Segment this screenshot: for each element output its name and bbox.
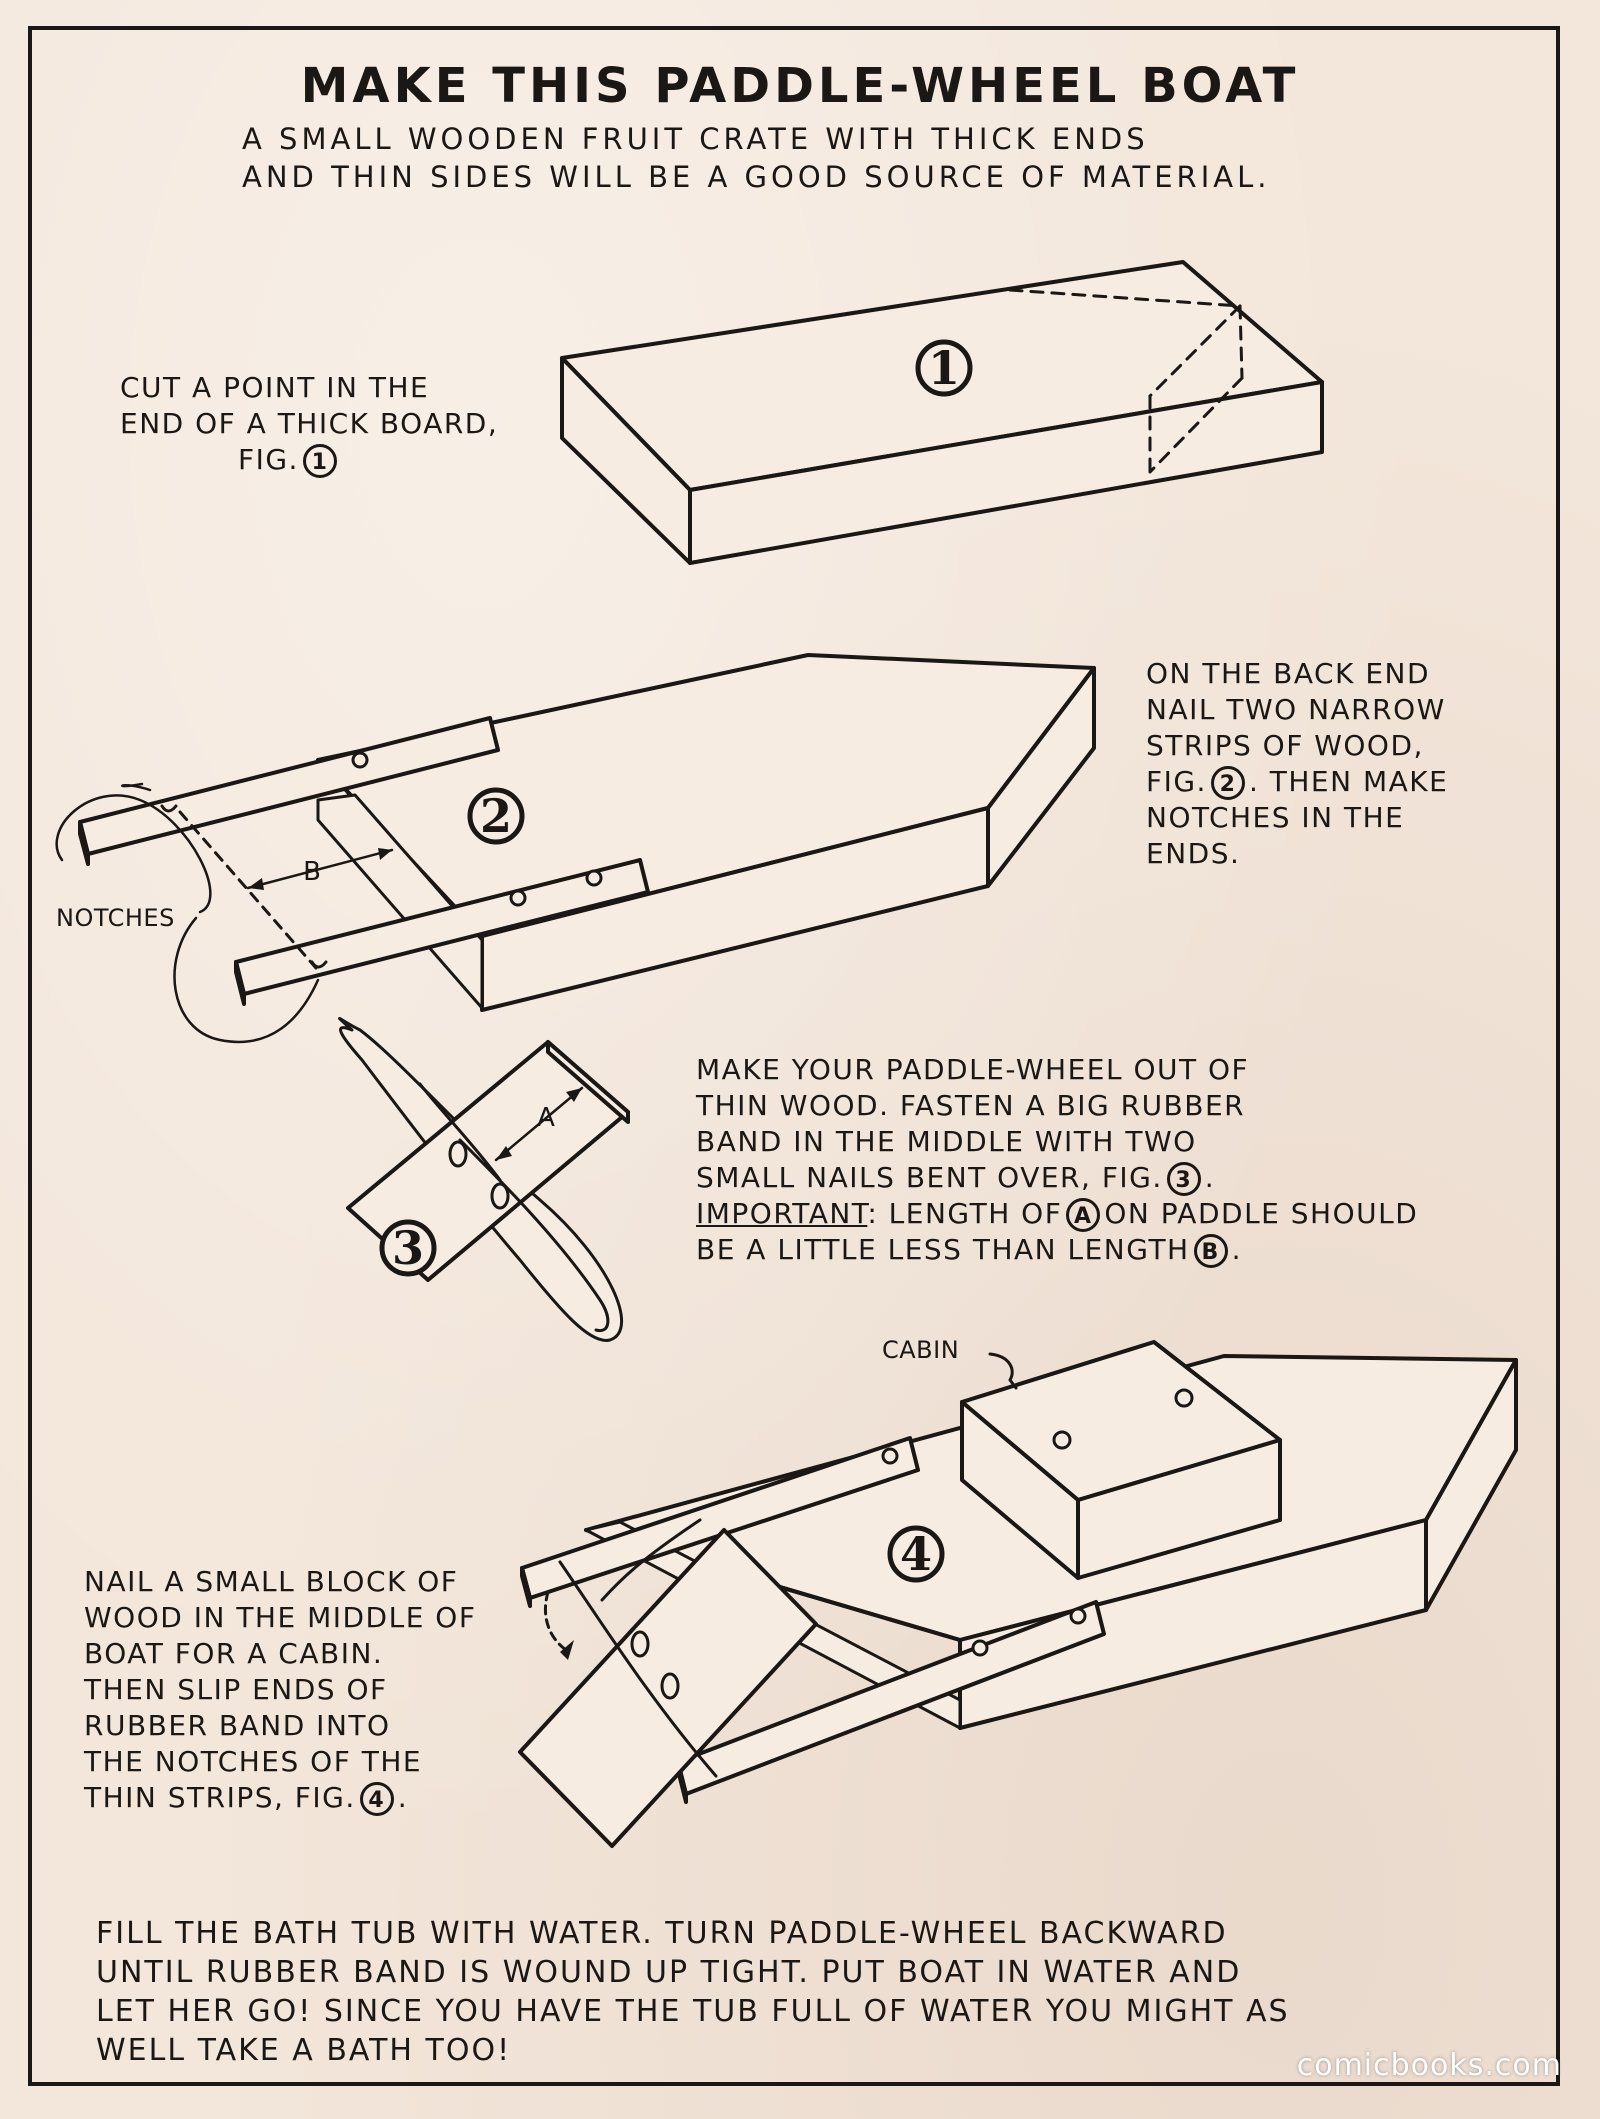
step4-line-2: WOOD IN THE MIDDLE OF [84, 1601, 477, 1634]
final-line-2: UNTIL RUBBER BAND IS WOUND UP TIGHT. PUT… [96, 1955, 1242, 1990]
step3-line-5a: : LENGTH OF [867, 1197, 1063, 1230]
step2-line-2: NAIL TWO NARROW [1146, 693, 1446, 726]
step4-line-5: RUBBER BAND INTO [84, 1709, 391, 1742]
step4-line-3: BOAT FOR A CABIN. [84, 1637, 384, 1670]
step1-fig-ref: 1 [302, 444, 337, 478]
step1-fig-label: FIG. [238, 443, 299, 476]
subtitle-line-2: AND THIN SIDES WILL BE A GOOD SOURCE OF … [242, 160, 1271, 194]
step1-instructions: CUT A POINT IN THE END OF A THICK BOARD,… [120, 370, 498, 478]
step2-line-5: NOTCHES IN THE [1146, 801, 1405, 834]
step4-line-4: THEN SLIP ENDS OF [84, 1673, 388, 1706]
step3-line-3: BAND IN THE MIDDLE WITH TWO [696, 1125, 1197, 1158]
step4-fig-ref: 4 [359, 1782, 394, 1816]
final-line-3: LET HER GO! SINCE YOU HAVE THE TUB FULL … [96, 1994, 1290, 2029]
step3-important-label: IMPORTANT [696, 1197, 868, 1230]
step1-line-2: END OF A THICK BOARD, [120, 407, 499, 440]
step3-line-4: SMALL NAILS BENT OVER, FIG. [696, 1161, 1163, 1194]
step3-fig-ref: 3 [1166, 1162, 1201, 1196]
step2-fig-ref: 2 [1210, 766, 1245, 800]
step3-ref-b: B [1193, 1234, 1228, 1268]
figure-1-board: 1 [560, 260, 1324, 565]
step3-line-6: BE A LITTLE LESS THAN LENGTH [696, 1233, 1190, 1266]
page-title: MAKE THIS PADDLE-WHEEL BOAT [300, 58, 1300, 114]
figure-3-number: 3 [392, 1221, 424, 1275]
figure-2-hull: B 2 [55, 653, 1096, 1044]
figure-4-circle [887, 1525, 945, 1583]
figure-3-circle [379, 1219, 437, 1277]
step4-line-7: THIN STRIPS, FIG. [84, 1781, 356, 1814]
step4-line-6: THE NOTCHES OF THE [84, 1745, 423, 1778]
figure-2-circle [467, 787, 525, 845]
step2-fig-label: FIG. [1146, 765, 1207, 798]
figure-1-cut-lines [1008, 288, 1244, 474]
final-instructions: FILL THE BATH TUB WITH WATER. TURN PADDL… [96, 1914, 1290, 2070]
figure-2-number: 2 [480, 789, 512, 843]
final-line-4: WELL TAKE A BATH TOO! [96, 2033, 512, 2068]
step4-line-1: NAIL A SMALL BLOCK OF [84, 1565, 459, 1598]
step2-line-6: ENDS. [1146, 837, 1241, 870]
figure-3-dim-a: A [537, 1103, 555, 1133]
step3-line-1: MAKE YOUR PADDLE-WHEEL OUT OF [696, 1053, 1250, 1086]
figure-4-number: 4 [900, 1527, 932, 1581]
step3-instructions: MAKE YOUR PADDLE-WHEEL OUT OF THIN WOOD.… [696, 1053, 1419, 1268]
step1-line-1: CUT A POINT IN THE [120, 371, 430, 404]
page-border [28, 26, 1560, 2086]
step2-line-4b: . THEN MAKE [1248, 765, 1449, 798]
figure-2-dim-b: B [303, 857, 321, 887]
figure-3-paddle-wheel: A 3 [338, 1016, 630, 1342]
final-line-1: FILL THE BATH TUB WITH WATER. TURN PADDL… [96, 1916, 1228, 1951]
step3-line-5b: ON PADDLE SHOULD [1104, 1197, 1419, 1230]
step3-ref-a: A [1066, 1198, 1101, 1232]
figure-4-boat: 4 [518, 1340, 1518, 1848]
step4-instructions: NAIL A SMALL BLOCK OF WOOD IN THE MIDDLE… [84, 1565, 477, 1816]
figure-1-circle [915, 339, 973, 397]
notches-label: NOTCHES [56, 904, 175, 932]
step2-line-3: STRIPS OF WOOD, [1146, 729, 1424, 762]
cabin-label: CABIN [882, 1336, 960, 1364]
subtitle-line-1: A SMALL WOODEN FRUIT CRATE WITH THICK EN… [242, 122, 1149, 156]
step3-line-2: THIN WOOD. FASTEN A BIG RUBBER [696, 1089, 1246, 1122]
watermark: comicbooks.com [1296, 2048, 1562, 2083]
step2-instructions: ON THE BACK END NAIL TWO NARROW STRIPS O… [1146, 656, 1448, 872]
figure-1-number: 1 [928, 341, 960, 395]
step2-line-1: ON THE BACK END [1146, 657, 1431, 690]
